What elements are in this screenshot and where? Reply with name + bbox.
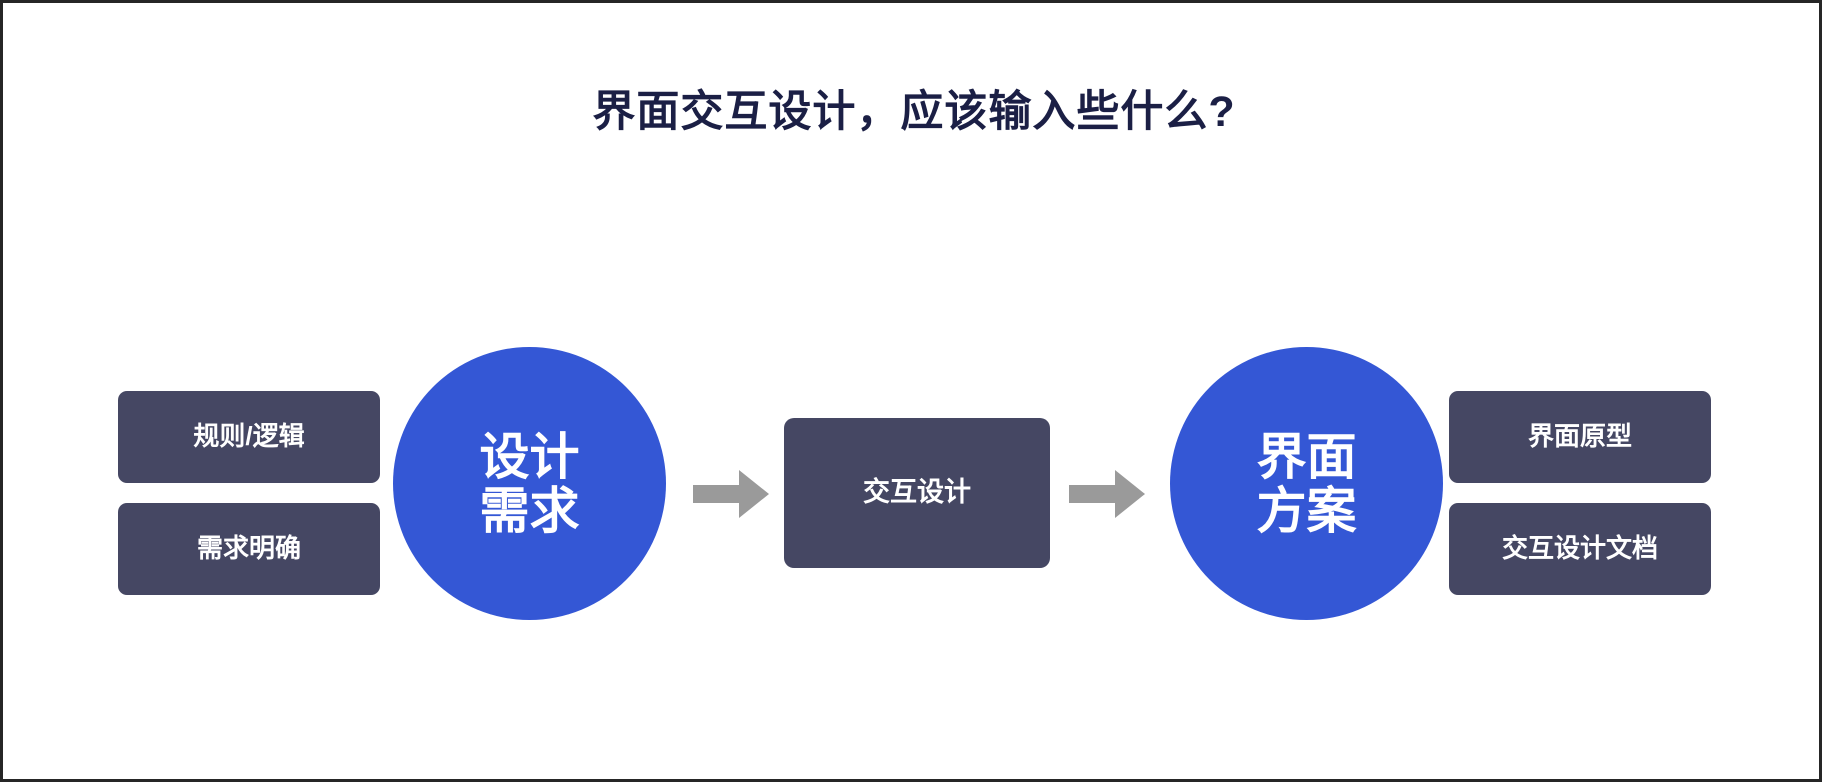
page-title: 界面交互设计，应该输入些什么?	[592, 88, 1236, 136]
right-arrow-icon	[693, 468, 769, 520]
stage-circle-line-1: 界面	[1256, 428, 1357, 485]
input-card-label: 需求明确	[196, 533, 301, 564]
input-card-clear-requirements[interactable]: 需求明确	[118, 503, 380, 595]
stage-circle-design-requirements[interactable]: 设计 需求	[393, 347, 666, 620]
output-card-label: 交互设计文档	[1501, 533, 1658, 564]
stage-circle-line-1: 设计	[479, 428, 580, 485]
output-card-interaction-design-doc[interactable]: 交互设计文档	[1449, 503, 1711, 595]
stage-circle-interface-solution[interactable]: 界面 方案	[1170, 347, 1443, 620]
right-arrow-icon	[1069, 468, 1145, 520]
output-card-interface-prototype[interactable]: 界面原型	[1449, 391, 1711, 483]
stage-card-interaction-design[interactable]: 交互设计	[784, 418, 1050, 568]
output-card-label: 界面原型	[1527, 421, 1632, 452]
input-card-label: 规则/逻辑	[193, 421, 305, 452]
stage-circle-line-2: 需求	[479, 482, 580, 539]
stage-card-label: 交互设计	[863, 477, 971, 508]
input-card-rules-logic[interactable]: 规则/逻辑	[118, 391, 380, 483]
stage-circle-line-2: 方案	[1256, 482, 1357, 539]
